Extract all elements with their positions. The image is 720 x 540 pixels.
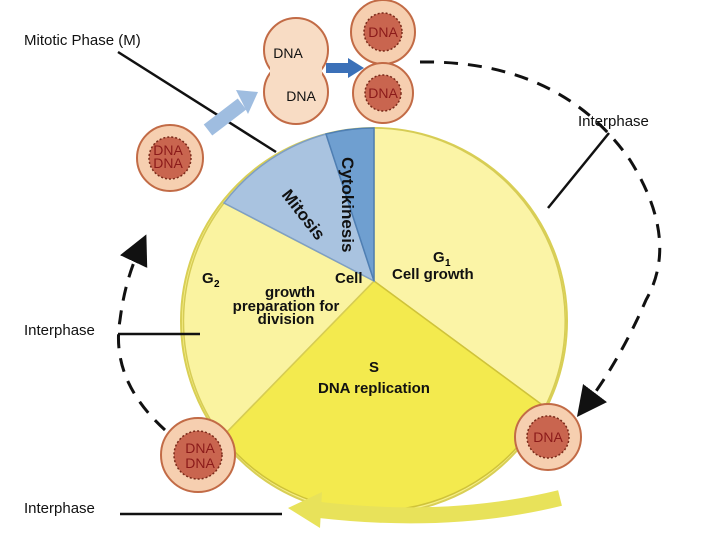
dna-label-left-upper-1: DNA xyxy=(153,142,183,158)
label-cell-word: Cell xyxy=(335,270,363,287)
cell-small-right xyxy=(352,62,414,124)
dna-label-left-upper-2: DNA xyxy=(153,155,183,171)
dna-label-top-right: DNA xyxy=(368,24,398,40)
bottom-yellow-arrow-shaft xyxy=(319,490,562,524)
dashed-arrow-left xyxy=(116,234,167,432)
dna-label-bottom-left-1: DNA xyxy=(185,440,215,456)
label-g1-letter: G xyxy=(433,249,445,266)
bottom-yellow-arrow-head xyxy=(288,492,322,528)
label-g2-subscript: 2 xyxy=(214,279,220,290)
dna-label-bottom-right: DNA xyxy=(533,429,563,445)
label-g2-desc-2: preparation for xyxy=(233,298,340,315)
label-s-letter: S xyxy=(369,359,379,376)
cell-bottom-left xyxy=(160,417,236,493)
label-mitotic-phase: Mitotic Phase (M) xyxy=(24,32,141,49)
blue-arrow-left-shaft xyxy=(203,98,247,136)
dividing-cell xyxy=(263,17,329,125)
cell-bottom-right xyxy=(514,403,582,471)
label-interphase-right: Interphase xyxy=(578,113,649,130)
blue-arrow-left-head xyxy=(236,90,258,114)
label-g2-desc-1: growth xyxy=(265,284,315,301)
dna-label-small-right: DNA xyxy=(368,85,398,101)
label-s-desc: DNA replication xyxy=(318,380,430,397)
cytokinesis-wedge xyxy=(325,127,375,282)
mitotic-pointer-line xyxy=(117,50,277,154)
g2-wedge xyxy=(182,202,376,439)
dna-label-dividing-top: DNA xyxy=(273,45,303,61)
cell-top-right xyxy=(350,0,416,65)
label-g2-letter: G xyxy=(202,270,214,287)
cell-left-upper xyxy=(136,124,204,192)
blue-arrow-right-head xyxy=(348,58,364,78)
dna-label-dividing-bottom: DNA xyxy=(286,88,316,104)
label-g1-desc: Cell growth xyxy=(392,266,474,283)
label-g1-subscript: 1 xyxy=(445,258,451,269)
label-interphase-left: Interphase xyxy=(24,322,95,339)
dashed-arrow-right xyxy=(419,60,662,417)
label-interphase-bottom: Interphase xyxy=(24,500,95,517)
label-cytokinesis: Cytokinesis xyxy=(338,157,357,252)
mitosis-wedge xyxy=(222,133,376,283)
label-g2-desc-3: division xyxy=(258,311,315,328)
g1-wedge xyxy=(373,127,566,409)
dna-label-bottom-left-2: DNA xyxy=(185,455,215,471)
interphase-pointer-line-right xyxy=(547,132,610,209)
